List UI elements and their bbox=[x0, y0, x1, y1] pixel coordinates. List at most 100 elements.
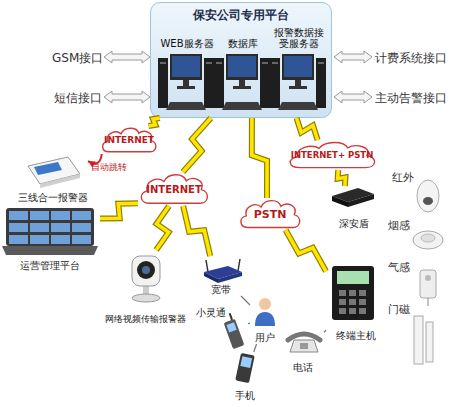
plain-label: 计费系统接口 bbox=[375, 50, 447, 67]
edge-label: 自动跳转 bbox=[91, 161, 127, 174]
illustration-part bbox=[414, 316, 423, 364]
cloud-label: INTERNET bbox=[104, 135, 154, 145]
illustration-part bbox=[34, 162, 62, 175]
network-cloud: PSTN bbox=[238, 198, 302, 230]
illustration-part bbox=[30, 223, 49, 232]
plain-label: 烟感 bbox=[388, 218, 410, 233]
illustration-part bbox=[332, 196, 348, 207]
illustration-part bbox=[334, 91, 372, 103]
illustration-part bbox=[238, 259, 240, 271]
illustration-part bbox=[290, 340, 318, 352]
illustration-part bbox=[104, 91, 150, 103]
node-label: WEB服务器 bbox=[159, 23, 215, 49]
network-cloud: INTERNET bbox=[100, 126, 158, 154]
terminal-host bbox=[332, 266, 374, 320]
illustration-part bbox=[28, 157, 80, 184]
illustration-part bbox=[2, 246, 98, 255]
illustration-part bbox=[204, 272, 218, 283]
wire-line bbox=[254, 344, 257, 352]
network-cloud: INTERNET bbox=[138, 172, 210, 206]
illustration-part bbox=[132, 294, 160, 302]
illustration-part bbox=[359, 299, 366, 305]
bolt-fill bbox=[286, 230, 326, 271]
cloud-label: PSTN bbox=[254, 208, 287, 221]
illustration-part bbox=[104, 51, 150, 63]
user-figure bbox=[255, 298, 275, 326]
platform-title: 保安公司专用平台 bbox=[151, 3, 331, 24]
bolt-outline bbox=[297, 118, 318, 140]
cloud-outline bbox=[141, 175, 207, 204]
illustration-part bbox=[40, 174, 80, 188]
mobile-phone bbox=[235, 353, 255, 383]
cloud-outline bbox=[290, 142, 374, 167]
shenandun-box bbox=[332, 188, 374, 207]
bolt-fill bbox=[338, 170, 346, 186]
node-label: 数据库 bbox=[215, 23, 271, 49]
bolt-fill bbox=[252, 118, 267, 198]
lightning-connector bbox=[297, 118, 318, 140]
illustration-part bbox=[143, 286, 149, 296]
node-label: 报警数据接受服务器 bbox=[271, 23, 327, 49]
illustration-part bbox=[349, 308, 356, 314]
illustration-part bbox=[428, 298, 429, 306]
illustration-part bbox=[218, 272, 242, 283]
three-line-alarm bbox=[28, 157, 80, 188]
illustration-part bbox=[142, 266, 150, 274]
router bbox=[204, 259, 242, 283]
cloud-outline bbox=[241, 201, 300, 228]
node-label: 运营管理平台 bbox=[20, 259, 80, 272]
cloud-outline bbox=[103, 128, 156, 151]
illustration-part bbox=[421, 234, 435, 242]
illustration-part bbox=[6, 208, 94, 246]
lightning-connector bbox=[183, 206, 210, 256]
illustration-part bbox=[132, 256, 160, 286]
lightning-connector bbox=[100, 203, 138, 218]
phone-device: 小灵通 bbox=[196, 306, 248, 352]
illustration-part bbox=[137, 261, 155, 279]
bolt-outline bbox=[100, 203, 138, 218]
bolt-fill bbox=[149, 118, 160, 126]
illustration-part bbox=[339, 290, 346, 296]
phone-device: 手机 bbox=[222, 352, 268, 402]
illustration-part bbox=[9, 211, 28, 220]
wire-line bbox=[248, 323, 250, 325]
plain-label: 主动告警接口 bbox=[375, 90, 447, 107]
illustration-part bbox=[240, 356, 252, 368]
illustration-part bbox=[332, 188, 374, 202]
illustration-part bbox=[348, 194, 374, 207]
illustration-part bbox=[259, 298, 271, 310]
lightning-connector bbox=[183, 118, 211, 172]
illustration-part bbox=[235, 353, 255, 383]
illustration-part bbox=[51, 211, 70, 220]
illustration-part bbox=[51, 235, 70, 244]
illustration-part bbox=[9, 235, 28, 244]
video-camera bbox=[132, 256, 160, 302]
illustration-part bbox=[204, 266, 242, 279]
node-label: 宽带 bbox=[211, 283, 231, 296]
alarm-device: 三线合一报警器 bbox=[18, 154, 88, 204]
monitor-device: 运营管理平台 bbox=[0, 205, 100, 272]
lightning-connector bbox=[286, 230, 326, 271]
illustration-part bbox=[230, 313, 232, 320]
sensors bbox=[413, 180, 443, 364]
plain-label: 气感 bbox=[388, 260, 410, 275]
node-label: 三线合一报警器 bbox=[18, 191, 88, 204]
illustration-part bbox=[423, 197, 433, 205]
platform-box: 保安公司专用平台WEB服务器数据库报警数据接受服务器 bbox=[150, 2, 332, 118]
user-node: 用户 bbox=[250, 296, 280, 344]
server-node: 数据库 bbox=[215, 23, 271, 115]
bolt-outline bbox=[338, 170, 346, 186]
illustration-part bbox=[9, 211, 91, 244]
illustration-part bbox=[420, 270, 436, 298]
illustration-part bbox=[72, 235, 91, 244]
illustration-part bbox=[339, 299, 346, 305]
cloud-label: INTERNET+ PSTN bbox=[291, 150, 374, 160]
illustration-part bbox=[339, 290, 366, 314]
connector-line bbox=[248, 323, 250, 324]
node-label: 用户 bbox=[255, 331, 275, 344]
lightning-connector bbox=[156, 206, 169, 250]
illustration-part bbox=[337, 271, 369, 284]
plain-label: GSM接口 bbox=[52, 50, 103, 67]
illustration-part bbox=[332, 266, 374, 320]
